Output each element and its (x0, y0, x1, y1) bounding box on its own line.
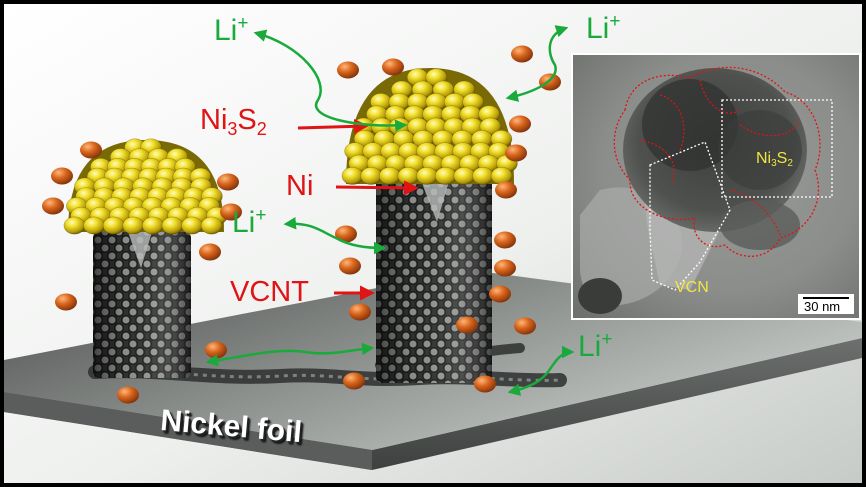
li-ion-sphere (489, 285, 511, 303)
ni3s2-nanoparticle (341, 166, 364, 185)
ni3s2-nanoparticle (378, 166, 401, 185)
ni3s2-ni: Ni (200, 104, 228, 136)
ni3s2-subscript-3: 3 (227, 119, 238, 139)
li-label-middle: Li+ (232, 206, 266, 240)
inset-ni3s2-ni: Ni (756, 150, 772, 167)
inset-vcn-label: VCN (675, 279, 709, 296)
li-ion-sphere (42, 197, 64, 215)
ni3s2-label: Ni3S2 (200, 104, 267, 139)
li-ion-sphere (199, 243, 221, 261)
ni3s2-nanoparticle (360, 166, 382, 185)
li-ion-sphere (494, 231, 516, 249)
right-nanotube (376, 178, 492, 383)
ni3s2-nanoparticle (434, 166, 457, 185)
inset-ni3s2-subscript-3: 3 (771, 158, 777, 169)
ni3s2-nanoparticle (397, 166, 420, 185)
li-ion-sphere (51, 167, 73, 185)
ni3s2-nanoparticle (141, 216, 164, 235)
li-ion-sphere (382, 58, 404, 76)
li-path-arrow-base (205, 342, 375, 367)
li-ion-sphere (539, 73, 561, 91)
li-ion-sphere (349, 303, 371, 321)
li-ion-sphere (205, 341, 227, 359)
inset-ni3s2-label: Ni3S2 (756, 150, 793, 169)
li-charge: + (609, 11, 621, 32)
li-ion-sphere (474, 375, 496, 393)
li-ion-sphere (343, 372, 365, 390)
li-text: Li (586, 12, 610, 45)
ni3s2-nanoparticle (63, 216, 86, 235)
li-ion-sphere (456, 316, 478, 334)
ni3s2-nanoparticle (472, 166, 494, 185)
left-ni3s2-cap (63, 138, 228, 235)
li-ion-sphere (514, 317, 536, 335)
li-ion-sphere (220, 203, 242, 221)
ni3s2-nanoparticle (181, 216, 203, 235)
left-nanotube (93, 232, 191, 378)
ni-pointer-arrow (335, 180, 419, 196)
ni3s2-nanoparticle (453, 166, 476, 185)
li-label-top-left: Li+ (214, 14, 248, 48)
ni3s2-nanoparticle (83, 216, 105, 235)
ni3s2-s: S (237, 104, 257, 136)
li-ion-sphere (337, 61, 359, 79)
li-path-arrow-middle (283, 217, 387, 255)
li-label-bottom-right: Li+ (578, 330, 612, 364)
ni3s2-nanoparticle (416, 166, 438, 185)
ni3s2-nanoparticle (102, 216, 125, 235)
ni3s2-nanoparticle (200, 216, 223, 235)
li-ion-sphere (494, 259, 516, 277)
ni3s2-pointer-arrow (297, 118, 369, 134)
li-text: Li (578, 330, 602, 363)
li-charge: + (601, 329, 613, 350)
inset-ni3s2-s: S (776, 150, 788, 167)
tem-inset (571, 53, 861, 320)
li-charge: + (237, 13, 249, 34)
li-ion-sphere (505, 144, 527, 162)
li-label-top-right: Li+ (586, 12, 620, 46)
li-text: Li (232, 206, 256, 239)
li-ion-sphere (55, 293, 77, 311)
li-path-arrow-top-left (253, 29, 408, 132)
li-path-arrow-bottom-right (507, 345, 575, 396)
li-text: Li (214, 14, 238, 47)
ni-label: Ni (286, 170, 314, 202)
li-ion-sphere (511, 45, 533, 63)
li-ion-sphere (117, 386, 139, 404)
vcnt-label: VCNT (230, 276, 309, 308)
inset-ni3s2-subscript-2: 2 (787, 158, 793, 169)
li-ion-sphere (495, 181, 517, 199)
li-path-arrow-top-right (505, 25, 569, 102)
li-charge: + (255, 205, 267, 226)
ni3s2-nanoparticle (122, 216, 145, 235)
ni3s2-subscript-2: 2 (256, 119, 267, 139)
li-ion-sphere (509, 115, 531, 133)
li-ion-sphere (339, 257, 361, 275)
scale-bar-label: 30 nm (804, 299, 841, 314)
li-ion-sphere (217, 173, 239, 191)
li-ion-sphere (80, 141, 102, 159)
ni3s2-nanoparticle (161, 216, 184, 235)
